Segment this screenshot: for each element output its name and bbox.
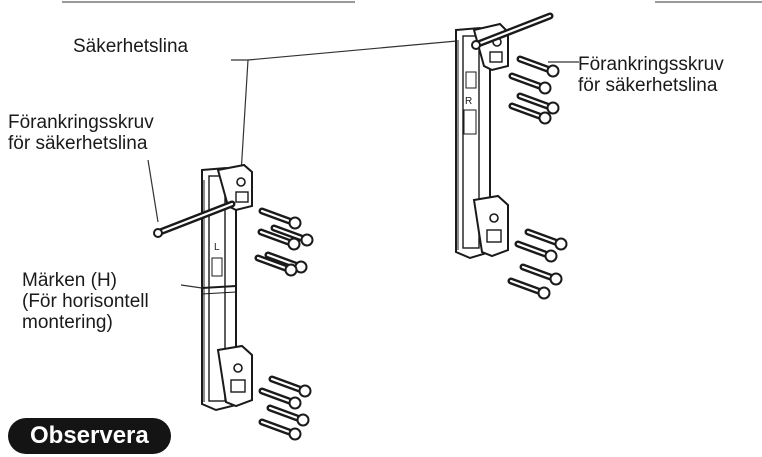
right-bracket: R [455,22,509,260]
left-bracket: L [201,163,253,412]
screw [262,422,301,440]
note-badge: Observera [8,418,171,454]
screw [270,408,309,426]
screw [511,281,550,299]
screw [518,244,557,262]
screw [523,267,562,285]
marks-h-label: Märken (H) (För horisontell montering) [22,270,149,333]
right-bracket-mark: R [465,96,472,107]
left-bracket-mark: L [214,242,220,253]
anchor-screw-label-right: Förankringsskruv för säkerhetslina [578,54,724,96]
leader-lines [147,37,579,291]
right-screws [511,59,567,299]
anchor-screw-label-left: Förankringsskruv för säkerhetslina [8,112,154,154]
screw [262,211,301,229]
safety-wire-label: Säkerhetslina [73,36,189,57]
left-screws [258,211,313,440]
screw [512,76,551,94]
